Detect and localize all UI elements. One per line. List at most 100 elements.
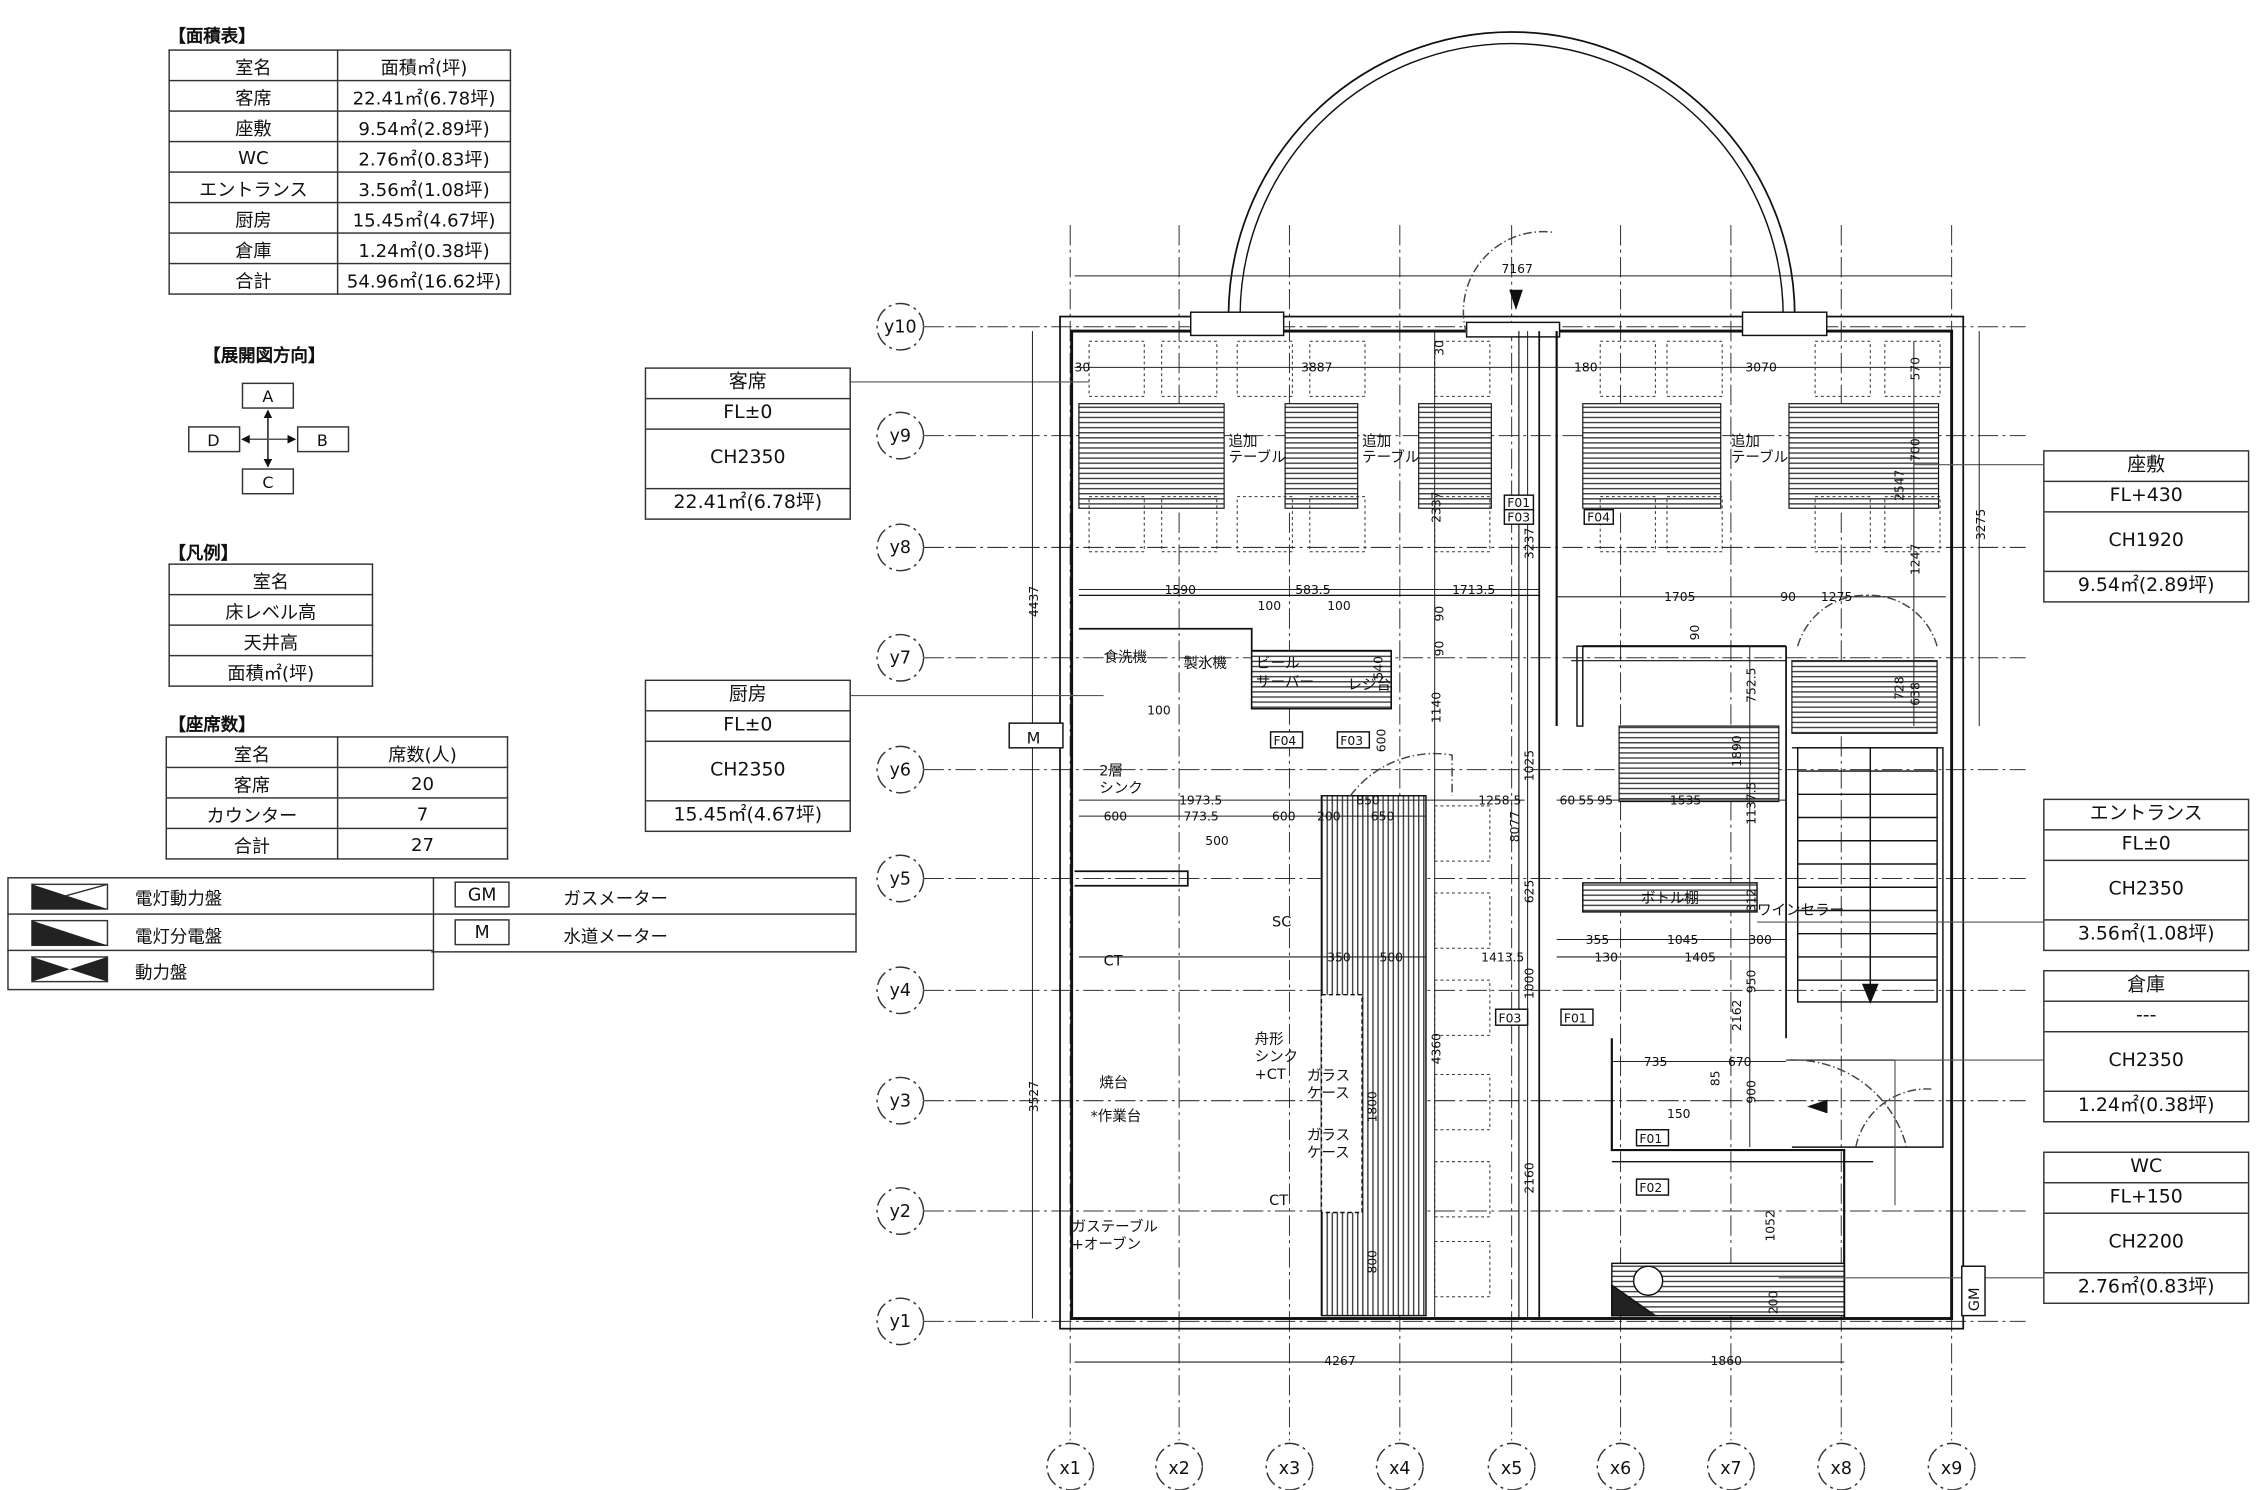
chair [1599,340,1656,397]
grid-bubble-x: x8 [1817,1442,1866,1490]
ceiling-height: CH2350 [646,742,850,802]
extra-table-label: テーブル [1731,448,1788,466]
sc-label: SC [1272,914,1291,930]
dimension-label: 4360 [1429,1033,1443,1065]
extra-table-label: 追加 [1228,433,1257,450]
boat-sink-label: +CT [1255,1067,1286,1083]
grid-label: x2 [1168,1459,1189,1479]
equipment-labels: 追加 テーブル 追加 テーブル 追加 テーブル 食洗機 製氷機 ビール サーバー… [1008,433,1986,1317]
register-label: レジ台 [1348,677,1392,694]
room-area: 9.54㎡(2.89坪) [2077,575,2215,597]
dimension-label: 1137.5 [1745,782,1759,825]
dimension-label: 7167 [1501,262,1532,276]
dimension-label: 800 [1366,1250,1380,1274]
dimension-label: 55 [1578,793,1594,807]
dimension-label: 625 [1522,880,1536,904]
double-sink-label: シンク [1099,780,1143,797]
chair [1236,340,1293,397]
glass-case-label: ガラス [1307,1067,1350,1084]
gas-meter-icon: GM [1967,1287,1983,1311]
dimension-label: 1535 [1670,793,1701,807]
chair [1434,892,1491,949]
grid-bubble-y: y1 [876,1297,925,1346]
dimension-label: 95 [1597,793,1613,807]
dimension-label: 3237 [1522,528,1536,559]
dimension-label: 2162 [1730,1000,1744,1031]
legend-area: 面積㎡(坪) [168,654,374,687]
room-name: エントランス [2044,800,2248,831]
gas-table-label: ガステーブル [1072,1217,1158,1235]
dimension-label: 350 [1327,950,1351,964]
grid-label: y8 [890,538,911,558]
table [1791,660,1938,734]
chair [1434,979,1491,1036]
chair [1884,340,1941,397]
wine-cellar-label: ワインセラー [1757,903,1844,919]
chair [1666,340,1723,397]
dimension-label: 90 [1432,641,1446,657]
room-name: 倉庫 [2044,971,2248,1002]
floor-level: FL±0 [2044,831,2248,862]
dimension-label: 700 [1909,438,1923,462]
dimension-label: 735 [1644,1055,1668,1069]
chair [1814,340,1871,397]
dimension-label: 4267 [1324,1354,1355,1368]
grid-label: y5 [890,869,911,889]
dimension-label: 1713.5 [1452,583,1495,597]
room-name: 座敷 [2044,452,2248,483]
dimension-label: 90 [1432,606,1446,622]
extra-table-label: 追加 [1362,433,1391,450]
chair [1434,1241,1491,1298]
grill-label: 焼台 [1099,1075,1128,1092]
floor-level: FL+150 [2044,1183,2248,1214]
furniture [1078,340,1941,1298]
gas-table-label: +オーブン [1072,1235,1141,1253]
grid-bubble-x: x2 [1155,1442,1204,1490]
panel-symbols [31,883,109,983]
boat-sink-label: シンク [1255,1048,1299,1065]
grid-label: x7 [1720,1459,1741,1479]
panel3-label: 動力盤 [135,962,188,984]
grid-label: x5 [1501,1459,1522,1479]
dimension-label: 90 [1688,625,1702,641]
water-meter-icon: M [454,919,510,946]
dimension-label: 638 [1909,682,1923,706]
beer-server-label: ビール [1256,655,1300,672]
grid-label: y3 [890,1092,911,1112]
bottle-shelf-label: ボトル棚 [1641,890,1699,907]
dimension-label: 540 [1371,656,1385,680]
grid-label: y10 [884,318,916,338]
dimension-label: 1045 [1667,933,1698,947]
room-name: WC [2044,1153,2248,1184]
dimension-label: 1405 [1684,950,1715,964]
grid-label: x9 [1941,1459,1962,1479]
chair [1309,496,1366,553]
ct-label: CT [1104,954,1123,970]
chair [1161,340,1218,397]
ct-label: CT [1269,1193,1288,1209]
dimension-label: 950 [1745,970,1759,994]
table-header: 室名席数(人) [165,736,509,769]
dimension-label: 1275 [1821,590,1852,604]
chair [1236,496,1293,553]
grid-label: x8 [1831,1459,1852,1479]
dimension-label: 2547 [1893,470,1907,501]
room-area: 22.41㎡(6.78坪) [673,492,823,515]
glass-case-label: ガラス [1307,1127,1350,1144]
boat-sink-label: 舟形 [1255,1031,1285,1048]
dimension-label: 2160 [1522,1162,1536,1194]
beer-server-label: サーバー [1256,675,1314,691]
dimension-label: 3887 [1301,361,1332,375]
dimension-label: 850 [1356,793,1380,807]
grid-label: y6 [890,760,911,780]
grid-bubble-y: y4 [876,966,925,1015]
